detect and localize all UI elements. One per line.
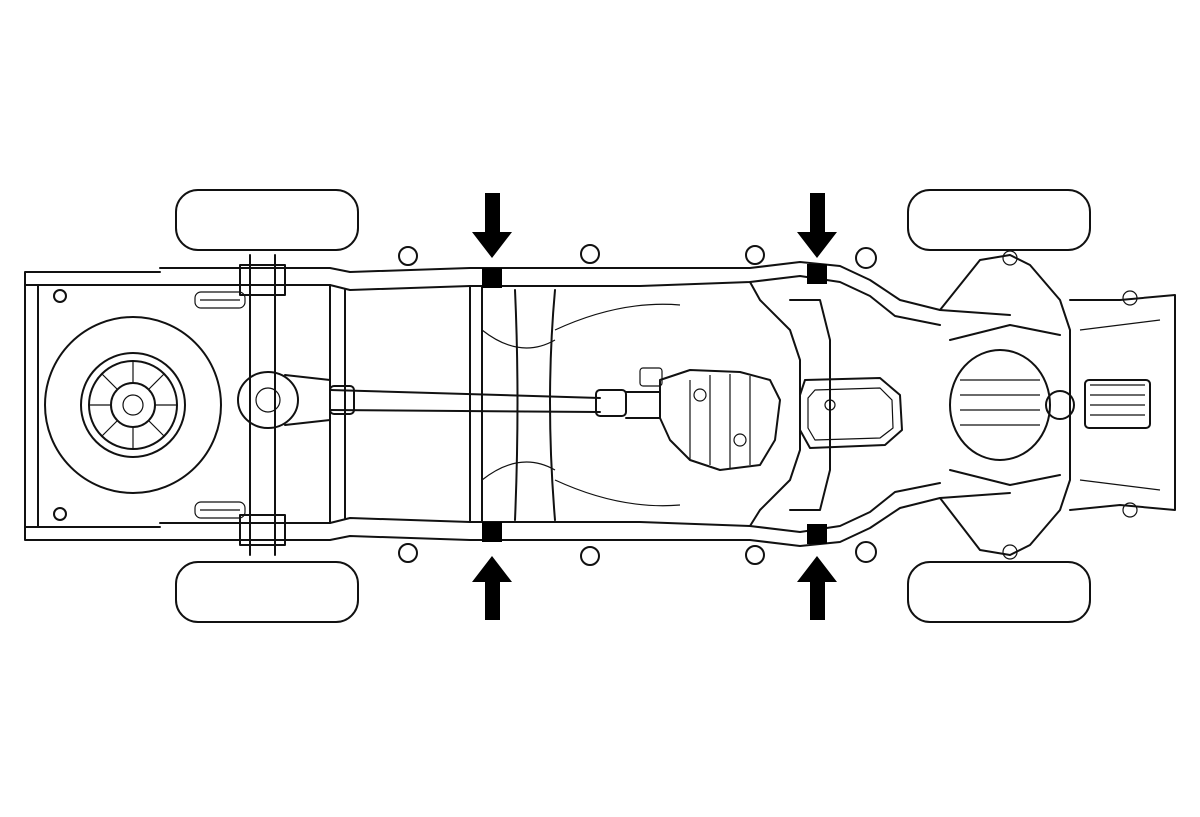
wheel-front-left: [907, 189, 1091, 251]
lift-pad-left-2: [807, 264, 827, 284]
arrow-up-icon: [472, 556, 512, 620]
lift-pad-right-1: [482, 522, 502, 542]
rear-axle: [194, 254, 331, 556]
wheel-rear-left: [175, 189, 359, 251]
transmission: [639, 367, 781, 471]
body-mounts: [53, 244, 877, 566]
drive-shaft: [329, 385, 661, 419]
arrow-down-icon: [472, 193, 512, 258]
arrow-up-icon: [797, 556, 837, 620]
lift-pad-left-1: [482, 268, 502, 288]
front-suspension: [939, 250, 1176, 560]
oil-pan: [799, 377, 903, 449]
spare-tire: [44, 316, 222, 494]
wheels: [175, 189, 1091, 623]
cross-members: [329, 281, 831, 527]
wheel-front-right: [907, 561, 1091, 623]
lift-point-markers: [482, 264, 827, 544]
lift-arrows: [472, 193, 837, 620]
lift-pad-right-2: [807, 524, 827, 544]
arrow-down-icon: [797, 193, 837, 258]
wheel-rear-right: [175, 561, 359, 623]
